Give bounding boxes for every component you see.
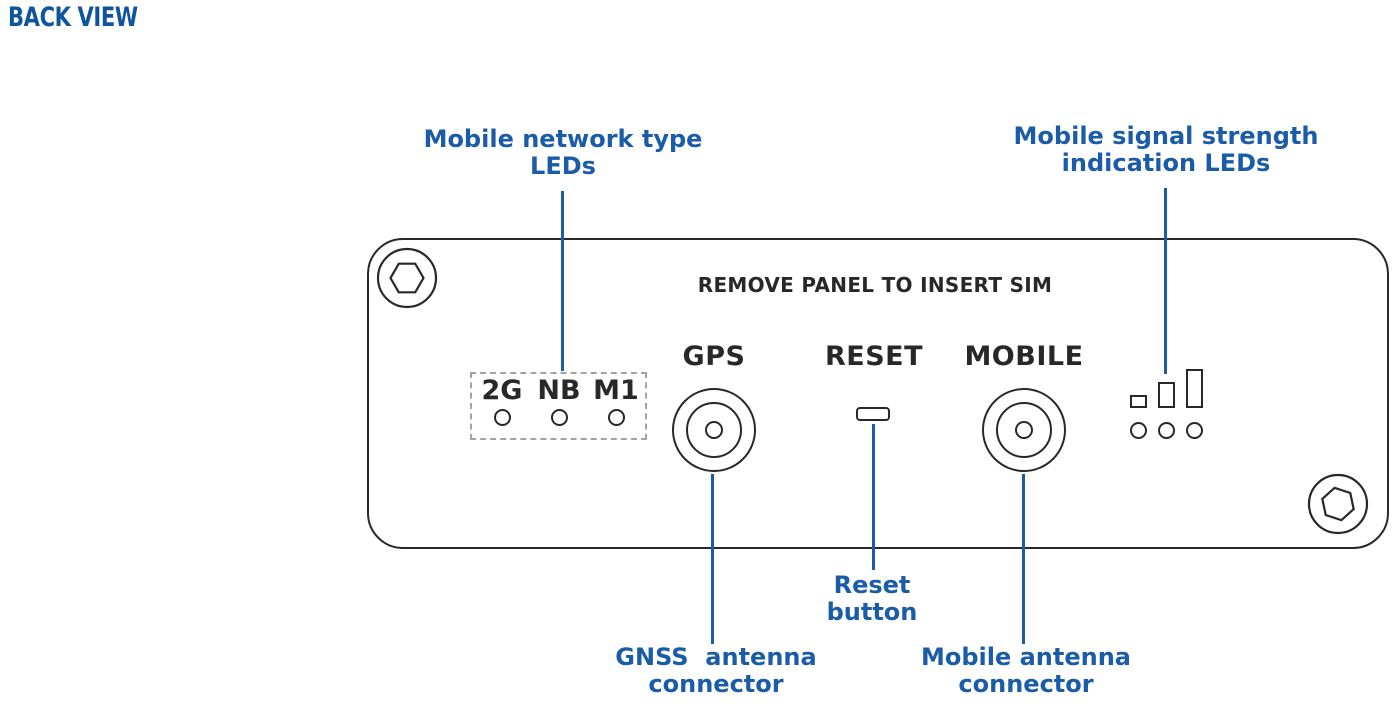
mobile-antenna-connector <box>982 388 1066 472</box>
hex-screw-icon <box>1307 473 1369 535</box>
network-led-nb: NB <box>532 376 586 430</box>
callout-mobile-antenna-connector: Mobile antenna connector <box>920 643 1132 698</box>
led-circle-icon <box>607 409 625 426</box>
page-title: BACK VIEW <box>8 2 138 33</box>
signal-bar-large-icon <box>1186 369 1203 408</box>
hex-screw-icon <box>376 247 438 309</box>
connector-pin <box>1015 421 1033 439</box>
connector-pin <box>705 421 723 439</box>
connector-ring <box>996 402 1052 458</box>
network-led-2g-label: 2G <box>481 375 523 406</box>
gps-port-label: GPS <box>682 341 746 372</box>
signal-led-circle-icon <box>1186 422 1203 439</box>
signal-led-circle-icon <box>1158 422 1175 439</box>
network-led-m1-label: M1 <box>593 375 639 406</box>
leader-line-mobile-connector <box>1022 474 1025 644</box>
gnss-antenna-connector <box>672 388 756 472</box>
leader-line-reset-button <box>872 424 875 570</box>
callout-reset-button: Reset button <box>826 571 918 626</box>
led-circle-icon <box>550 409 568 426</box>
callout-signal-strength-leds: Mobile signal strength indication LEDs <box>1013 122 1319 177</box>
callout-gnss-antenna-connector: GNSS antenna connector <box>615 643 817 698</box>
leader-line-network-leds <box>561 191 564 371</box>
led-circle-icon <box>493 409 511 426</box>
signal-led-circle-icon <box>1130 422 1147 439</box>
reset-port-label: RESET <box>824 341 924 372</box>
network-led-m1: M1 <box>589 376 643 430</box>
reset-button[interactable] <box>856 407 890 421</box>
signal-bar-small-icon <box>1130 395 1147 408</box>
leader-line-gnss-connector <box>711 474 714 644</box>
connector-ring <box>686 402 742 458</box>
network-led-2g: 2G <box>475 376 529 430</box>
mobile-port-label: MOBILE <box>964 341 1084 372</box>
network-led-nb-label: NB <box>537 375 581 406</box>
leader-line-signal-leds <box>1164 188 1167 374</box>
signal-bar-medium-icon <box>1158 382 1175 408</box>
device-panel <box>367 238 1389 549</box>
network-type-led-box: 2G NB M1 <box>470 372 647 440</box>
sim-notice-text: REMOVE PANEL TO INSERT SIM <box>697 273 1053 297</box>
callout-network-type-leds: Mobile network type LEDs <box>423 125 703 180</box>
